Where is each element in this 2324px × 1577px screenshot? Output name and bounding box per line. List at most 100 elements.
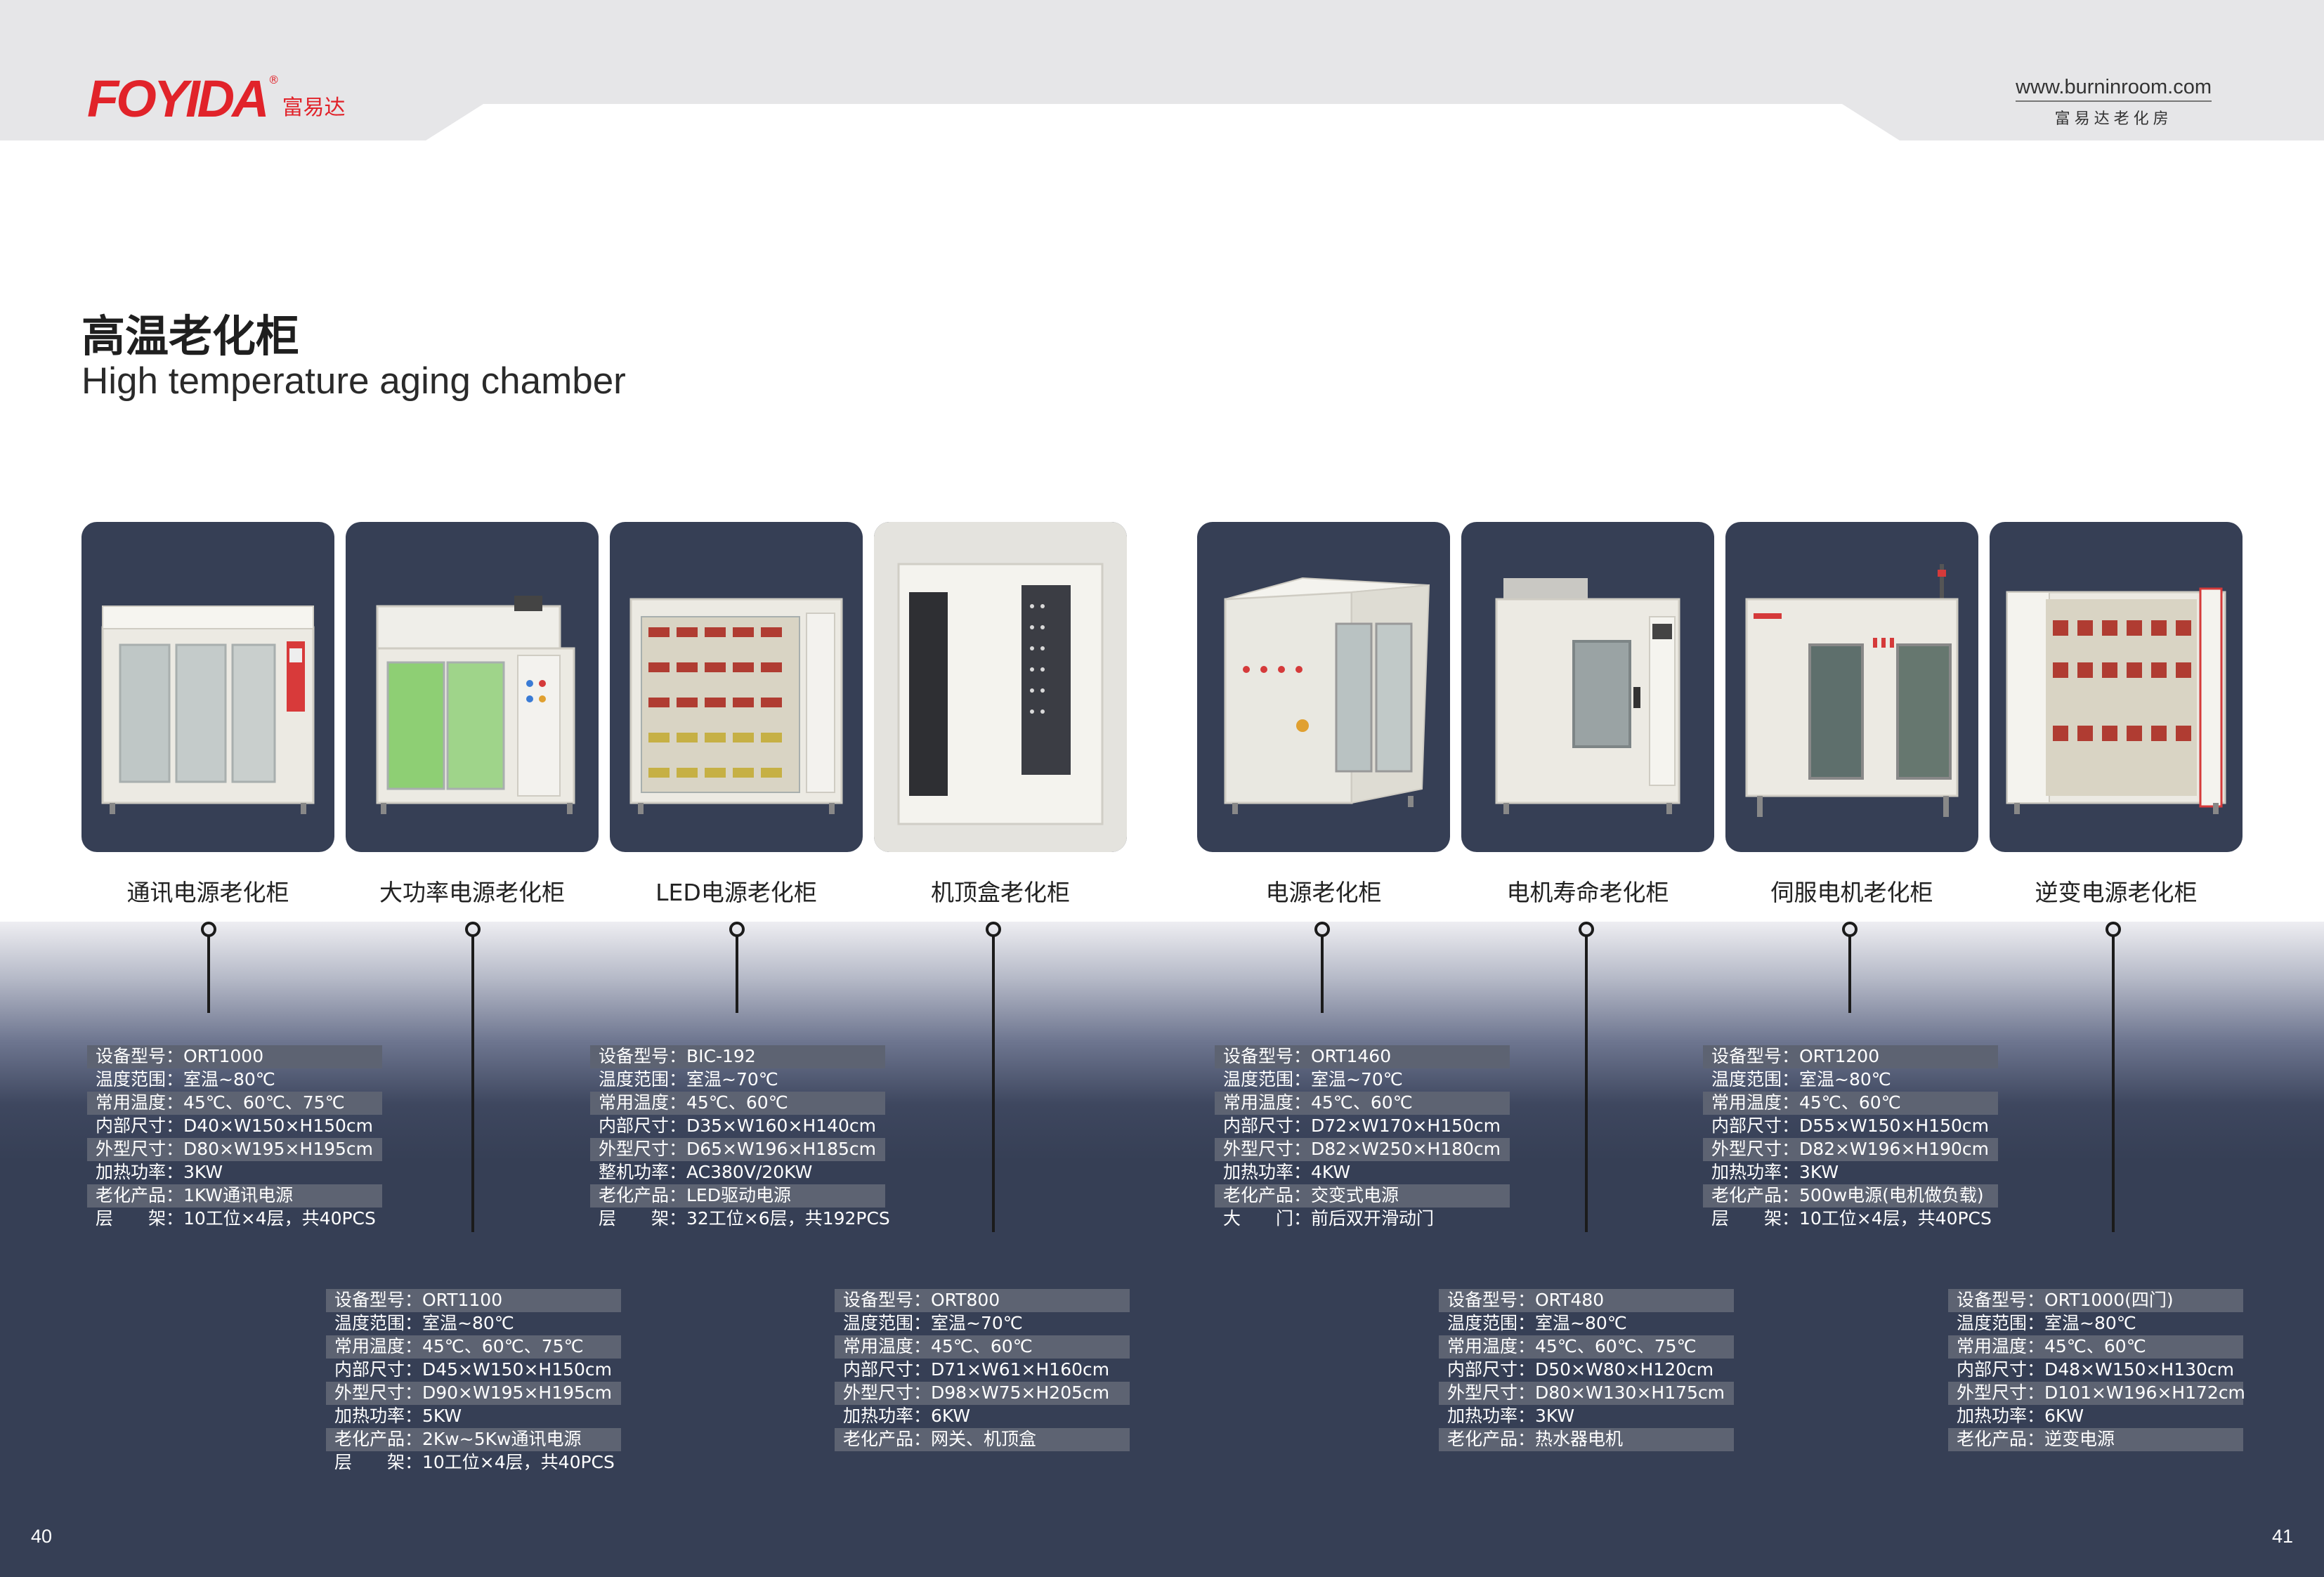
product-label-6: 电机寿命老化柜 — [1506, 879, 1669, 906]
spec-inner-size: 内部尺寸：D45×W150×H150cm — [334, 1359, 613, 1380]
spec-power: 加热功率：3KW — [96, 1162, 223, 1182]
spec-inner-size: 内部尺寸：D50×W80×H120cm — [1447, 1359, 1714, 1380]
product-card-3 — [610, 522, 863, 852]
spec-outer-size: 外型尺寸：D101×W196×H172cm — [1948, 1382, 2245, 1405]
connector-stem-5 — [1321, 936, 1324, 1013]
connector-node-2 — [465, 922, 481, 937]
connector-stem-6 — [1585, 936, 1588, 1232]
spec-door: 大 门：前后双开滑动门 — [1223, 1208, 1435, 1229]
spec-common-temp: 常用温度：45℃、60℃、75℃ — [1439, 1335, 1734, 1359]
spec-product: 老化产品：逆变电源 — [1948, 1428, 2243, 1451]
product-card-2 — [346, 522, 599, 852]
product-label-7: 伺服电机老化柜 — [1770, 879, 1933, 906]
logo-chinese-name: 富易达 — [282, 96, 346, 120]
cabinet-illustration-6 — [1495, 578, 1680, 814]
spec-block-7: 设备型号：ORT1200 温度范围：室温~80℃ 常用温度：45℃、60℃ 内部… — [1703, 1045, 1998, 1231]
cabinet-illustration-7 — [1745, 564, 1959, 817]
product-card-1 — [81, 522, 334, 852]
spec-product: 老化产品：交变式电源 — [1215, 1184, 1510, 1208]
spec-power: 加热功率：6KW — [1957, 1406, 2084, 1426]
connector-stem-7 — [1848, 936, 1851, 1013]
connector-node-7 — [1842, 922, 1858, 937]
cabinet-illustration-1 — [101, 606, 315, 814]
spec-model: 设备型号：ORT1460 — [1215, 1045, 1510, 1068]
connector-node-3 — [729, 922, 745, 937]
spec-common-temp: 常用温度：45℃、60℃、75℃ — [87, 1092, 382, 1115]
spec-product: 老化产品：网关、机顶盒 — [835, 1428, 1130, 1451]
spec-common-temp: 常用温度：45℃、60℃ — [590, 1092, 885, 1115]
spec-inner-size: 内部尺寸：D35×W160×H140cm — [599, 1115, 877, 1136]
spec-inner-size: 内部尺寸：D71×W61×H160cm — [843, 1359, 1110, 1380]
spec-temp-range: 温度范围：室温~80℃ — [96, 1069, 275, 1089]
spec-common-temp: 常用温度：45℃、60℃ — [1703, 1092, 1998, 1115]
cabinet-illustration-2 — [376, 596, 575, 814]
connector-stem-8 — [2112, 936, 2115, 1232]
spec-power: 加热功率：3KW — [1711, 1162, 1839, 1182]
spec-common-temp: 常用温度：45℃、60℃、75℃ — [326, 1335, 621, 1359]
spec-temp-range: 温度范围：室温~80℃ — [1447, 1313, 1627, 1333]
spec-rack: 层 架：32工位×6层，共192PCS — [599, 1208, 890, 1229]
product-card-8 — [1990, 522, 2243, 852]
spec-rack: 层 架：10工位×4层，共40PCS — [334, 1452, 615, 1472]
spec-model: 设备型号：ORT1000(四门) — [1948, 1289, 2243, 1312]
logo-wordmark: FOYIDA — [87, 70, 270, 128]
spec-outer-size: 外型尺寸：D90×W195×H195cm — [326, 1382, 621, 1405]
spec-outer-size: 外型尺寸：D80×W195×H195cm — [87, 1138, 382, 1161]
spec-product: 老化产品：1KW通讯电源 — [87, 1184, 382, 1208]
spec-inner-size: 内部尺寸：D55×W150×H150cm — [1711, 1115, 1990, 1136]
spec-temp-range: 温度范围：室温~80℃ — [1711, 1069, 1891, 1089]
spec-power: 加热功率：3KW — [1447, 1406, 1575, 1426]
spec-common-temp: 常用温度：45℃、60℃ — [1215, 1092, 1510, 1115]
brand-logo: FOYIDA ® 富易达 — [87, 73, 346, 125]
product-card-4 — [874, 522, 1127, 852]
website-block: www.burninroom.com 富易达老化房 — [2016, 76, 2212, 129]
spec-rack: 层 架：10工位×4层，共40PCS — [1711, 1208, 1992, 1229]
spec-temp-range: 温度范围：室温~80℃ — [1957, 1313, 2136, 1333]
spec-model: 设备型号：BIC-192 — [590, 1045, 885, 1068]
spec-block-5: 设备型号：ORT1460 温度范围：室温~70℃ 常用温度：45℃、60℃ 内部… — [1215, 1045, 1510, 1231]
product-card-7 — [1725, 522, 1978, 852]
spec-inner-size: 内部尺寸：D72×W170×H150cm — [1223, 1115, 1501, 1136]
product-label-4: 机顶盒老化柜 — [931, 879, 1070, 906]
spec-product: 老化产品：LED驱动电源 — [590, 1184, 885, 1208]
spec-outer-size: 外型尺寸：D82×W250×H180cm — [1215, 1138, 1510, 1161]
product-label-1: 通讯电源老化柜 — [126, 879, 289, 906]
cabinet-illustration-8 — [2006, 587, 2226, 814]
spec-model: 设备型号：ORT800 — [835, 1289, 1130, 1312]
spec-outer-size: 外型尺寸：D82×W196×H190cm — [1703, 1138, 1998, 1161]
spec-power: 加热功率：6KW — [843, 1406, 971, 1426]
page-number-right: 41 — [2271, 1526, 2293, 1547]
spec-block-4: 设备型号：ORT800 温度范围：室温~70℃ 常用温度：45℃、60℃ 内部尺… — [835, 1289, 1130, 1451]
spec-power: 加热功率：4KW — [1223, 1162, 1351, 1182]
page-title-cn: 高温老化柜 — [81, 310, 300, 362]
cabinet-illustration-5 — [1224, 577, 1430, 814]
product-label-2: 大功率电源老化柜 — [379, 879, 565, 906]
connector-stem-1 — [207, 936, 210, 1013]
website-url[interactable]: www.burninroom.com — [2016, 76, 2212, 102]
page-title-en: High temperature aging chamber — [81, 360, 626, 402]
cabinet-illustration-4 — [874, 522, 1127, 852]
connector-stem-3 — [736, 936, 738, 1013]
spec-power: 整机功率：AC380V/20KW — [599, 1162, 813, 1182]
product-label-5: 电源老化柜 — [1265, 879, 1382, 906]
website-cn-caption: 富易达老化房 — [2054, 110, 2173, 128]
connector-node-5 — [1314, 922, 1330, 937]
spec-temp-range: 温度范围：室温~80℃ — [334, 1313, 514, 1333]
spec-temp-range: 温度范围：室温~70℃ — [843, 1313, 1023, 1333]
cabinet-illustration-3 — [629, 598, 843, 814]
spec-temp-range: 温度范围：室温~70℃ — [1223, 1069, 1403, 1089]
spec-common-temp: 常用温度：45℃、60℃ — [835, 1335, 1130, 1359]
spec-block-1: 设备型号：ORT1000 温度范围：室温~80℃ 常用温度：45℃、60℃、75… — [87, 1045, 382, 1231]
spec-background-band — [0, 922, 2324, 1577]
spec-outer-size: 外型尺寸：D80×W130×H175cm — [1439, 1382, 1734, 1405]
connector-node-8 — [2106, 922, 2121, 937]
spec-model: 设备型号：ORT1100 — [326, 1289, 621, 1312]
product-label-8: 逆变电源老化柜 — [2035, 879, 2198, 906]
connector-stem-4 — [992, 936, 995, 1232]
spec-product: 老化产品：2Kw~5Kw通讯电源 — [326, 1428, 621, 1451]
connector-node-6 — [1579, 922, 1594, 937]
spec-temp-range: 温度范围：室温~70℃ — [599, 1069, 778, 1089]
spec-product: 老化产品：热水器电机 — [1439, 1428, 1734, 1451]
connector-node-4 — [986, 922, 1001, 937]
product-card-5 — [1197, 522, 1450, 852]
